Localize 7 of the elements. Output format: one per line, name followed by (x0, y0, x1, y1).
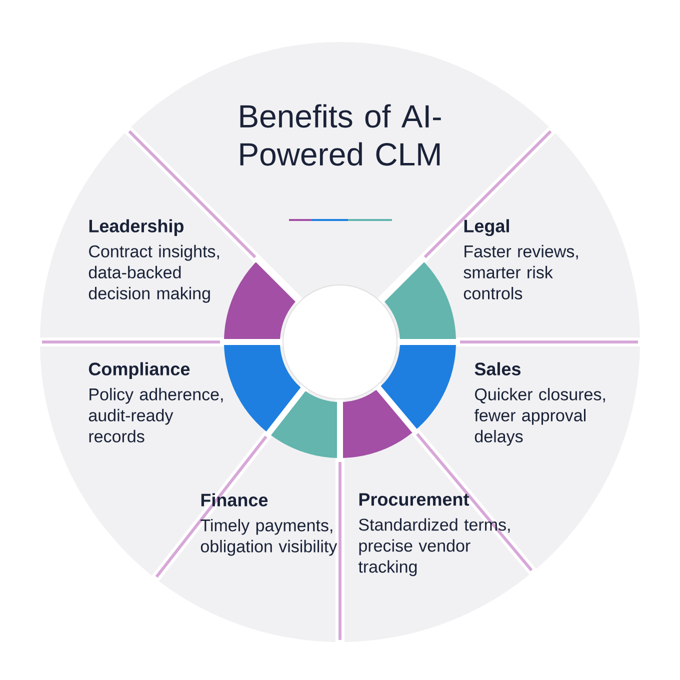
node-label: Contract insights, data-backed decision making (88, 244, 219, 303)
node-label: Finance (201, 493, 268, 506)
node-label: Faster reviews, smarter risk controls (464, 244, 578, 300)
node-label: Leadership (89, 219, 184, 236)
node-label: Sales (474, 362, 520, 376)
node-label: Compliance (88, 362, 190, 379)
node-label: Legal (464, 219, 509, 236)
